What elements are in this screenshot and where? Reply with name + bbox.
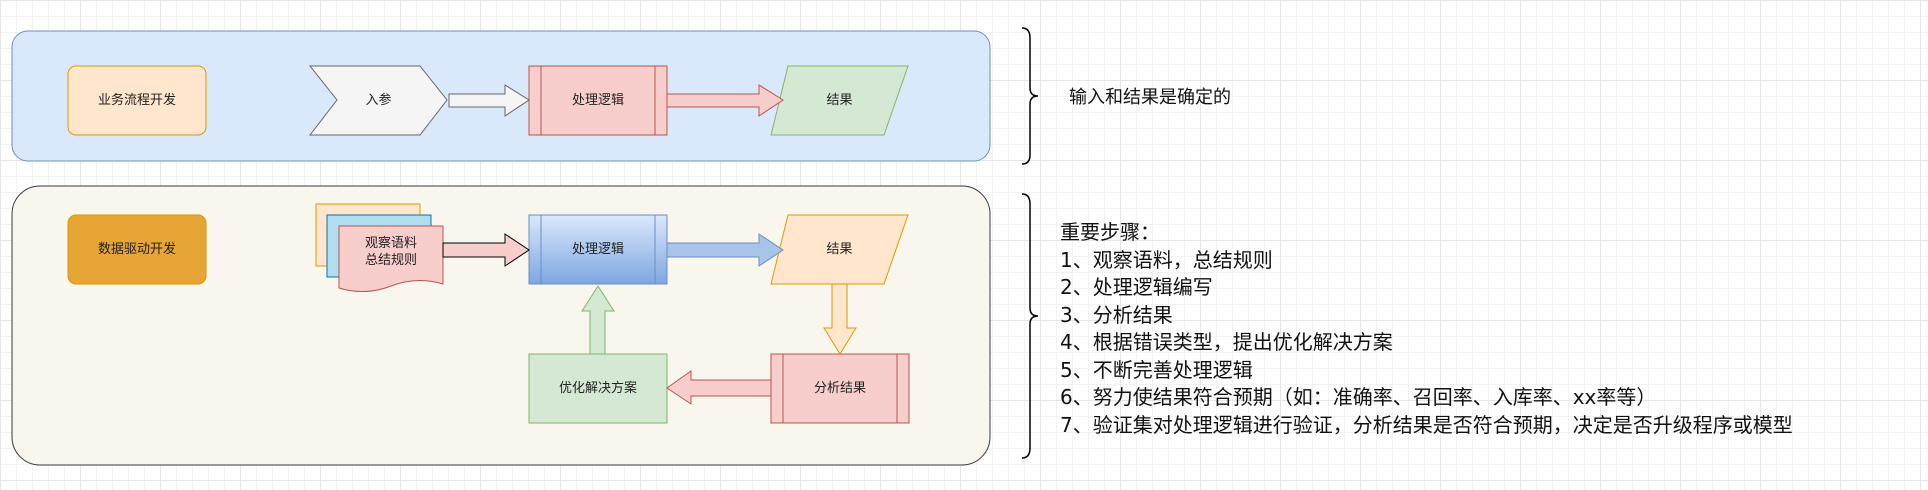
step-2: 2、处理逻辑编写 <box>1060 275 1213 299</box>
step-1: 1、观察语料，总结规则 <box>1060 247 1273 272</box>
process-logic-box-2[interactable] <box>528 214 668 285</box>
process-logic-box-1[interactable] <box>528 65 668 136</box>
step-5: 5、不断完善处理逻辑 <box>1060 357 1253 382</box>
arrow-process-to-result-2 <box>666 233 784 267</box>
steps-heading: 重要步骤： <box>1060 220 1160 244</box>
observe-corpus-document-stack[interactable] <box>315 203 444 292</box>
analyze-result-box[interactable] <box>770 353 910 424</box>
result-parallelogram-2[interactable] <box>770 214 909 285</box>
step-7: 7、验证集对处理逻辑进行验证，分析结果是否符合预期，决定是否升级程序或模型 <box>1060 412 1793 437</box>
steps-note: 重要步骤： 1、观察语料，总结规则 2、处理逻辑编写 3、分析结果 4、根据错误… <box>1060 219 1793 439</box>
arrow-analyze-to-optimize <box>666 370 772 405</box>
step-3: 3、分析结果 <box>1060 302 1173 327</box>
step-4: 4、根据错误类型，提出优化解决方案 <box>1060 330 1393 354</box>
arrow-doc-to-process <box>442 233 530 267</box>
step-6: 6、努力使结果符合预期（如：准确率、召回率、入库率、xx率等） <box>1060 385 1657 409</box>
result-parallelogram-1[interactable] <box>770 65 909 136</box>
optimize-solution-box[interactable] <box>528 353 668 424</box>
data-driven-title-box[interactable] <box>67 214 207 285</box>
arrow-input-to-process <box>448 84 530 117</box>
arrow-result-to-analyze <box>823 283 857 355</box>
input-chevron[interactable] <box>308 65 448 136</box>
arrow-process-to-result <box>666 84 784 117</box>
business-flow-title-box[interactable] <box>67 65 207 136</box>
deterministic-note: 输入和结果是确定的 <box>1069 87 1231 108</box>
arrow-optimize-to-process <box>581 285 615 355</box>
brace-row1 <box>1021 27 1039 165</box>
brace-row2 <box>1021 193 1039 459</box>
